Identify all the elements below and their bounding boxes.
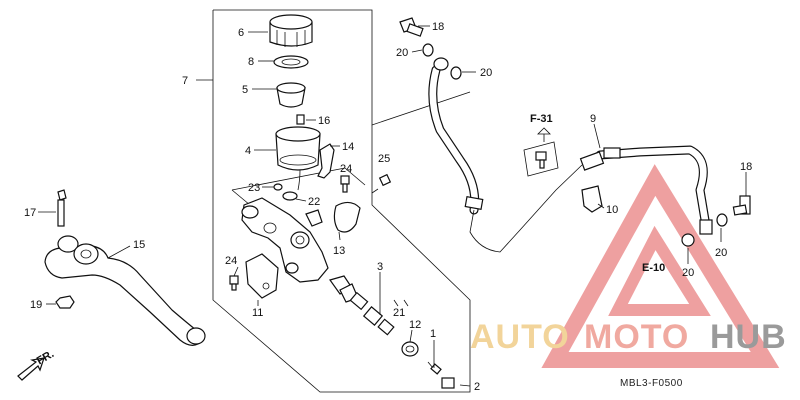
plate <box>273 55 309 69</box>
diaphragm <box>276 82 306 108</box>
lever-nut <box>55 295 75 309</box>
reservoir-bracket <box>317 143 335 179</box>
label-2: 2 <box>474 381 480 393</box>
washer-23 <box>273 183 283 191</box>
label-19: 19 <box>30 299 42 311</box>
label-23: 23 <box>248 182 260 194</box>
label-3: 3 <box>377 261 383 273</box>
hose-clamp <box>581 185 603 213</box>
label-5: 5 <box>242 84 248 96</box>
label-7: 7 <box>182 75 188 87</box>
bolt-24-lower <box>229 275 239 291</box>
push-rod <box>427 361 455 389</box>
label-4: 4 <box>245 145 251 157</box>
label-22: 22 <box>308 196 320 208</box>
assembly-frame <box>196 9 471 393</box>
label-15: 15 <box>133 239 145 251</box>
watermark-auto: AUTO <box>470 318 570 356</box>
label-14: 14 <box>342 141 354 153</box>
holder <box>333 201 361 233</box>
label-20-lower-left: 20 <box>682 267 694 279</box>
clip <box>296 114 305 125</box>
reservoir-cap <box>269 14 313 47</box>
bolt-24-upper <box>340 175 350 193</box>
label-25: 25 <box>378 153 390 165</box>
ref-label-e10: E-10 <box>642 262 665 274</box>
o-ring-22 <box>282 191 298 201</box>
watermark-moto: MOTO <box>584 318 689 356</box>
watermark-hub: HUB <box>710 318 787 356</box>
label-1: 1 <box>430 328 436 340</box>
master-cylinder-body <box>241 197 329 283</box>
label-18-upper: 18 <box>432 21 444 33</box>
front-direction-arrow <box>17 357 45 381</box>
piston-set <box>329 275 419 357</box>
label-21: 21 <box>393 307 405 319</box>
washer-20-lower-left <box>681 233 695 247</box>
banjo-bolt-upper <box>399 17 462 80</box>
label-24-lower: 24 <box>225 255 237 267</box>
label-20-upper-left: 20 <box>396 47 408 59</box>
watermark-inner-triangle <box>608 225 711 316</box>
label-16: 16 <box>318 115 330 127</box>
reservoir <box>275 126 321 171</box>
leader-lines <box>38 25 747 387</box>
label-10: 10 <box>606 204 618 216</box>
watermark: AUTO MOTO HUB <box>470 164 787 368</box>
front-label: FR. <box>35 348 56 367</box>
label-9: 9 <box>590 113 596 125</box>
pivot-bolt <box>57 189 67 227</box>
label-17: 17 <box>24 207 36 219</box>
label-24-upper: 24 <box>340 163 352 175</box>
label-12: 12 <box>409 319 421 331</box>
label-6: 6 <box>238 27 244 39</box>
ref-label-f31: F-31 <box>530 113 553 125</box>
bolt-25 <box>371 173 392 194</box>
brake-switch <box>245 253 279 299</box>
brake-lever <box>44 235 206 346</box>
diagram-code: MBL3-F0500 <box>620 378 683 389</box>
banjo-bolt-lower <box>732 195 751 216</box>
label-20-upper-right: 20 <box>480 67 492 79</box>
brake-hose <box>428 57 713 253</box>
label-11: 11 <box>252 307 263 319</box>
watermark-triangle <box>541 164 780 368</box>
ref-f31 <box>523 127 559 177</box>
label-8: 8 <box>248 56 254 68</box>
label-20-lower-right: 20 <box>715 247 727 259</box>
label-13: 13 <box>333 245 345 257</box>
label-18-lower: 18 <box>740 161 752 173</box>
washer-20-lower-right <box>716 213 728 227</box>
